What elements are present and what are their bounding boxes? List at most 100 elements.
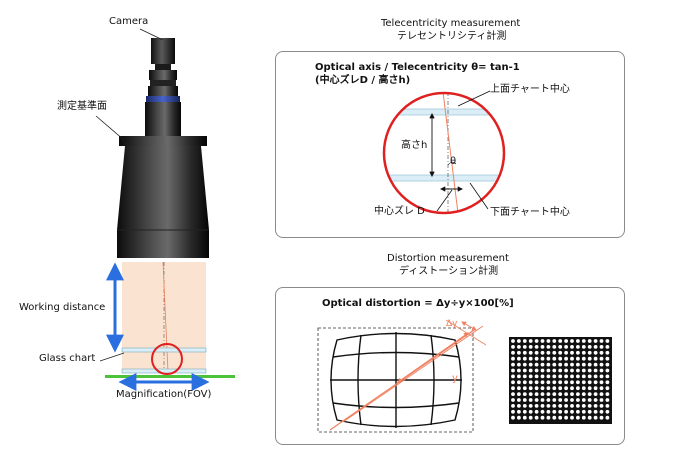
grid-dot [558, 415, 563, 420]
grid-dot [587, 380, 592, 385]
grid-dot [558, 409, 563, 414]
grid-dot [517, 374, 521, 379]
grid-dot [570, 339, 574, 343]
distortion-title-en: Distortion measurement [387, 253, 509, 264]
grid-dot [570, 356, 574, 361]
upper-chart-center-label: 上面チャート中心 [490, 84, 570, 95]
grid-dot [576, 368, 580, 373]
grid-dot [581, 386, 586, 391]
grid-dot [593, 392, 598, 396]
grid-dot [522, 350, 527, 355]
grid-dot [564, 415, 568, 420]
grid-dot [564, 350, 568, 355]
grid-dot [540, 386, 545, 391]
grid-dot [540, 380, 545, 385]
grid-dot [570, 380, 574, 385]
grid-dot [558, 368, 563, 373]
working-distance-label: Working distance [19, 302, 106, 313]
grid-dot [587, 350, 592, 355]
grid-dot [522, 380, 527, 385]
grid-dot [599, 404, 604, 408]
grid-dot [558, 380, 563, 385]
grid-dot [540, 339, 545, 343]
grid-dot [511, 392, 515, 396]
grid-dot [564, 368, 568, 373]
grid-dot [564, 356, 568, 361]
grid-dot [528, 398, 533, 402]
grid-dot [522, 404, 527, 408]
grid-dot [534, 362, 539, 367]
grid-dot [605, 345, 610, 349]
grid-dot [546, 368, 551, 373]
grid-dot [534, 409, 539, 414]
grid-dot [587, 339, 592, 343]
grid-dot [587, 409, 592, 414]
glass-chart-upper [121, 347, 207, 353]
grid-dot [558, 386, 563, 391]
grid-dot [587, 356, 592, 361]
grid-dot [517, 415, 521, 420]
grid-dot [546, 374, 551, 379]
grid-dot [522, 345, 527, 349]
grid-dot [581, 415, 586, 420]
grid-dot [528, 345, 533, 349]
grid-dot [605, 386, 610, 391]
grid-dot [540, 374, 545, 379]
grid-dot [552, 386, 557, 391]
grid-dot [528, 368, 533, 373]
grid-dot [581, 356, 586, 361]
grid-dot [581, 368, 586, 373]
grid-dot [528, 380, 533, 385]
grid-dot [517, 404, 521, 408]
grid-dot [528, 339, 533, 343]
magnification-label: Magnification(FOV) [116, 389, 212, 400]
grid-dot [528, 374, 533, 379]
grid-dot [570, 345, 574, 349]
grid-dot [599, 386, 604, 391]
theta-label: θ [450, 156, 457, 167]
grid-dot [570, 398, 574, 402]
grid-dot [605, 398, 610, 402]
grid-dot [511, 356, 515, 361]
grid-dot [540, 356, 545, 361]
distortion-formula: Optical distortion = Δy÷y×100[%] [322, 298, 514, 309]
grid-dot [546, 398, 551, 402]
grid-dot [599, 350, 604, 355]
grid-dot [511, 368, 515, 373]
grid-dot [593, 380, 598, 385]
grid-dot [558, 398, 563, 402]
grid-dot [534, 374, 539, 379]
grid-dot [546, 409, 551, 414]
grid-dot [605, 415, 610, 420]
grid-dot [593, 339, 598, 343]
grid-dot [570, 362, 574, 367]
grid-dot [540, 398, 545, 402]
grid-dot [570, 350, 574, 355]
grid-dot [534, 345, 539, 349]
delta-y-label: Δy [446, 319, 458, 329]
grid-dot [576, 392, 580, 396]
grid-dot [570, 374, 574, 379]
grid-dot [552, 398, 557, 402]
grid-dot [558, 350, 563, 355]
grid-dot [558, 339, 563, 343]
grid-dot [599, 380, 604, 385]
grid-dot [534, 415, 539, 420]
grid-dot [511, 374, 515, 379]
grid-dot [564, 398, 568, 402]
grid-dot [552, 339, 557, 343]
grid-dot [576, 409, 580, 414]
grid-dot [534, 339, 539, 343]
grid-dot [534, 398, 539, 402]
dot-grid-dots [511, 339, 610, 420]
grid-dot [522, 362, 527, 367]
grid-dot [558, 392, 563, 396]
grid-dot [534, 392, 539, 396]
grid-dot [522, 409, 527, 414]
grid-dot [605, 368, 610, 373]
grid-dot [517, 345, 521, 349]
grid-dot [587, 392, 592, 396]
grid-dot [564, 339, 568, 343]
grid-dot [576, 398, 580, 402]
grid-dot [546, 380, 551, 385]
